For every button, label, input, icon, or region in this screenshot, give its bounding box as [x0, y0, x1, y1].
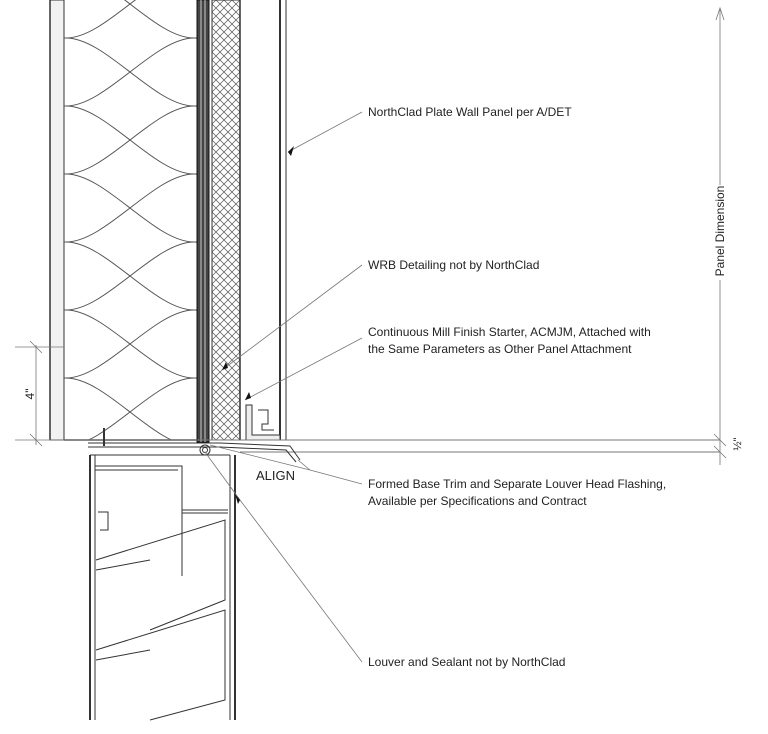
batt-curve [87, 377, 195, 440]
leader-lines [15, 6, 727, 663]
batt-insulation [64, 0, 197, 440]
exterior-sheathing [49, 0, 65, 441]
batt-curve [65, 173, 195, 243]
batt-curve [65, 37, 195, 107]
louver [89, 454, 236, 721]
callout-louver: Louver and Sealant not by NorthClad [368, 655, 566, 669]
base-trim [88, 442, 301, 461]
callout-wrb: WRB Detailing not by NorthClad [368, 258, 540, 272]
panel-dimension-label: Panel Dimension [713, 185, 727, 277]
callout-panel: NorthClad Plate Wall Panel per A/DET [368, 105, 572, 119]
batt-curve [123, 0, 195, 39]
callout-base-trim-1: Formed Base Trim and Separate Louver Hea… [368, 477, 667, 491]
wrb-layers [196, 0, 210, 443]
dimension-half-inch: ½" [732, 437, 744, 451]
callout-starter-2: the Same Parameters as Other Panel Attac… [368, 342, 632, 356]
dimension-4in: 4" [23, 388, 37, 400]
batt-curve [65, 309, 195, 379]
callout-base-trim-2: Available per Specifications and Contrac… [368, 494, 587, 508]
batt-curve [65, 105, 195, 175]
batt-curve [65, 0, 137, 39]
rigid-insulation [211, 0, 241, 441]
align-label: ALIGN [256, 468, 296, 483]
callout-starter-1: Continuous Mill Finish Starter, ACMJM, A… [368, 325, 651, 339]
batt-curve [65, 241, 195, 311]
